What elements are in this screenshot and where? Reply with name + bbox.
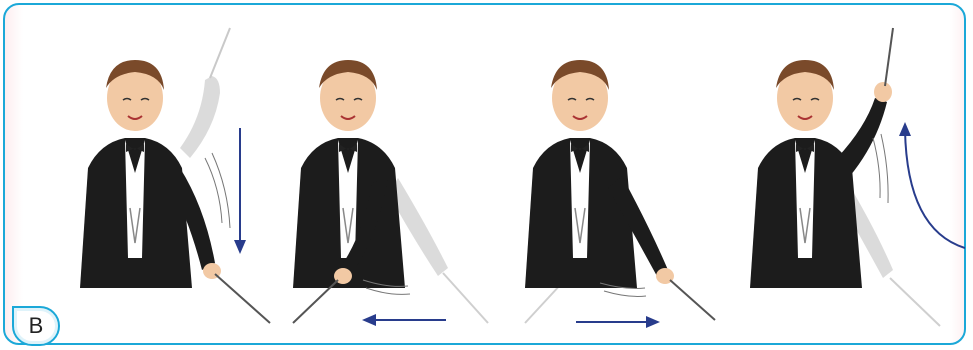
down-arrow-icon — [234, 128, 246, 254]
left-arrow-icon — [362, 314, 446, 326]
conductor-illustration — [268, 8, 508, 343]
up-curve-arrow-icon — [899, 122, 965, 248]
ghost-raised-arm — [180, 28, 230, 158]
right-arrow-icon — [576, 316, 660, 328]
conductor-beat-down — [40, 8, 280, 343]
conductor-beat-up — [725, 8, 965, 343]
ghost-arm — [388, 178, 488, 323]
conductor-illustration — [500, 8, 740, 343]
section-badge: B — [12, 306, 60, 346]
conductor-illustration — [40, 8, 280, 343]
conductor-beat-right — [500, 8, 740, 343]
conductor-illustration — [725, 8, 965, 343]
conductor-beat-left — [268, 8, 508, 343]
section-badge-label: B — [29, 313, 44, 339]
